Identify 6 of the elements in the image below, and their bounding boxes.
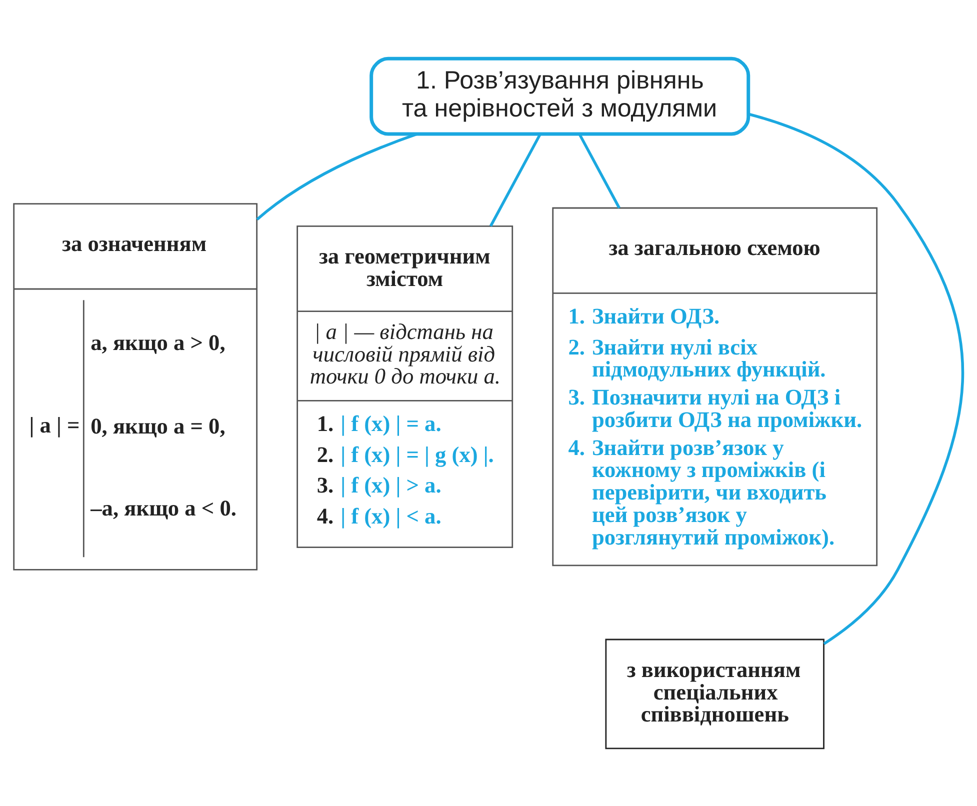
connector bbox=[748, 112, 964, 644]
connector bbox=[256, 132, 418, 220]
connector bbox=[489, 132, 542, 226]
node-box: з використанням спеціальних співвідношень bbox=[605, 638, 824, 749]
connector bbox=[578, 132, 620, 208]
node-box: 1. Розв’язування рівнянь та нерівностей з модулями bbox=[370, 56, 750, 136]
